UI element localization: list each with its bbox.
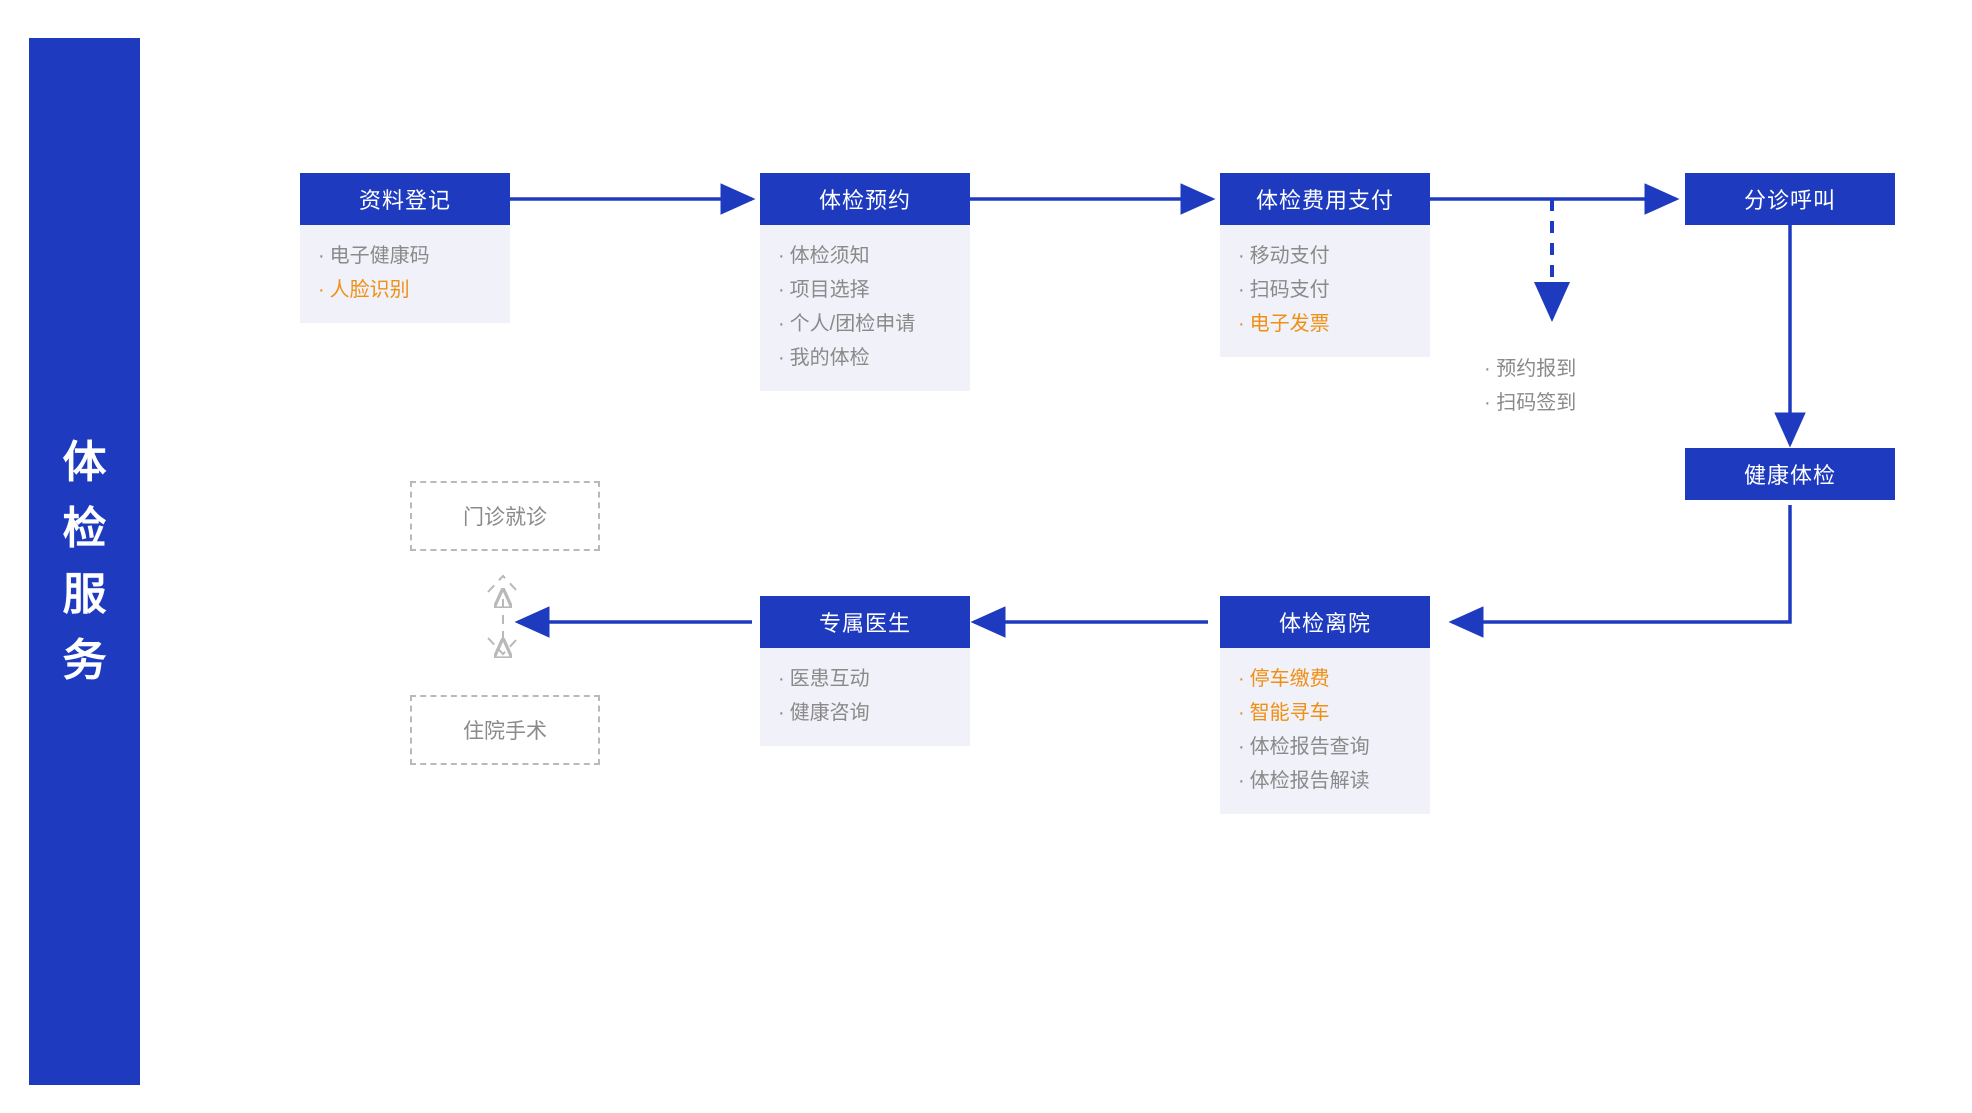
bullet-icon: · (1238, 245, 1245, 267)
ghost-arrow-head-down (487, 637, 519, 656)
list-item[interactable]: ·健康咨询 (760, 696, 970, 730)
node-title-dedicated-doctor: 专属医生 (760, 596, 970, 648)
node-title-exam-appointment: 体检预约 (760, 173, 970, 225)
node-body-dedicated-doctor: ·医患互动 ·健康咨询 (760, 648, 970, 746)
bullet-icon: · (1238, 279, 1245, 301)
ghost-node-label: 住院手术 (463, 720, 547, 743)
list-item-label: 健康咨询 (789, 702, 870, 724)
node-body-exam-discharge: ·停车缴费 ·智能寻车 ·体检报告查询 ·体检报告解读 (1220, 648, 1430, 814)
arrow-health-exam-to-discharge (1448, 505, 1792, 638)
list-item[interactable]: ·体检报告查询 (1220, 730, 1430, 764)
checkin-note: · 预约报到 · 扫码签到 (1484, 352, 1576, 420)
list-item[interactable]: ·个人/团检申请 (760, 307, 970, 341)
service-banner: 体 检 服 务 (29, 38, 140, 1085)
list-item[interactable]: ·体检须知 (760, 239, 970, 273)
node-title-triage-call: 分诊呼叫 (1685, 173, 1895, 225)
node-exam-fee-payment[interactable]: 体检费用支付 ·移动支付 ·扫码支付 ·电子发票 (1220, 173, 1430, 357)
list-item[interactable]: ·智能寻车 (1220, 696, 1430, 730)
ghost-node-inpatient-surgery[interactable]: 住院手术 (410, 695, 600, 765)
bullet-icon: · (778, 668, 785, 690)
bullet-icon: · (778, 245, 785, 267)
list-item-label: 电子发票 (1249, 313, 1330, 335)
bullet-icon: · (778, 279, 785, 301)
ghost-arrow-head-up (487, 574, 519, 593)
list-item[interactable]: ·我的体检 (760, 341, 970, 375)
list-item-label: 电子健康码 (329, 245, 430, 267)
checkin-note-line-1: · 预约报到 (1484, 358, 1577, 380)
list-item-label: 停车缴费 (1249, 668, 1330, 690)
bullet-icon: · (778, 702, 785, 724)
service-banner-title: 体 检 服 务 (29, 430, 140, 694)
node-body-exam-appointment: ·体检须知 ·项目选择 ·个人/团检申请 ·我的体检 (760, 225, 970, 391)
list-item-label: 我的体检 (789, 347, 870, 369)
list-item-label: 医患互动 (789, 668, 870, 690)
bullet-icon: · (1238, 313, 1245, 335)
bullet-icon: · (318, 279, 325, 301)
node-title-health-exam: 健康体检 (1685, 448, 1895, 500)
node-title-exam-fee-payment: 体检费用支付 (1220, 173, 1430, 225)
list-item[interactable]: ·扫码支付 (1220, 273, 1430, 307)
bullet-icon: · (778, 313, 785, 335)
node-title-exam-discharge: 体检离院 (1220, 596, 1430, 648)
banner-char-3: 务 (62, 635, 107, 685)
list-item[interactable]: ·医患互动 (760, 662, 970, 696)
list-item-label: 体检须知 (789, 245, 870, 267)
checkin-note-line-2: · 扫码签到 (1484, 392, 1577, 414)
list-item-label: 智能寻车 (1249, 702, 1330, 724)
list-item[interactable]: ·移动支付 (1220, 239, 1430, 273)
node-triage-call[interactable]: 分诊呼叫 (1685, 173, 1895, 225)
list-item-label: 移动支付 (1249, 245, 1330, 267)
node-data-registration[interactable]: 资料登记 ·电子健康码 ·人脸识别 (300, 173, 510, 323)
banner-char-2: 服 (62, 569, 107, 619)
node-exam-appointment[interactable]: 体检预约 ·体检须知 ·项目选择 ·个人/团检申请 ·我的体检 (760, 173, 970, 391)
bullet-icon: · (778, 347, 785, 369)
ghost-node-outpatient-visit[interactable]: 门诊就诊 (410, 481, 600, 551)
list-item[interactable]: ·人脸识别 (300, 273, 510, 307)
list-item[interactable]: ·停车缴费 (1220, 662, 1430, 696)
list-item-label: 体检报告解读 (1249, 770, 1370, 792)
bullet-icon: · (1238, 736, 1245, 758)
banner-char-0: 体 (62, 437, 107, 487)
bullet-icon: · (1238, 770, 1245, 792)
bullet-icon: · (1238, 702, 1245, 724)
list-item-label: 扫码支付 (1249, 279, 1330, 301)
node-exam-discharge[interactable]: 体检离院 ·停车缴费 ·智能寻车 ·体检报告查询 ·体检报告解读 (1220, 596, 1430, 814)
list-item[interactable]: ·电子发票 (1220, 307, 1430, 341)
bullet-icon: · (318, 245, 325, 267)
list-item[interactable]: ·体检报告解读 (1220, 764, 1430, 798)
node-body-exam-fee-payment: ·移动支付 ·扫码支付 ·电子发票 (1220, 225, 1430, 357)
node-health-exam[interactable]: 健康体检 (1685, 448, 1895, 500)
bullet-icon: · (1238, 668, 1245, 690)
list-item-label: 项目选择 (789, 279, 870, 301)
node-dedicated-doctor[interactable]: 专属医生 ·医患互动 ·健康咨询 (760, 596, 970, 746)
ghost-node-label: 门诊就诊 (463, 506, 547, 529)
list-item-label: 人脸识别 (329, 279, 410, 301)
list-item[interactable]: ·项目选择 (760, 273, 970, 307)
banner-char-1: 检 (62, 503, 107, 553)
node-title-data-registration: 资料登记 (300, 173, 510, 225)
list-item[interactable]: ·电子健康码 (300, 239, 510, 273)
list-item-label: 个人/团检申请 (789, 313, 916, 335)
list-item-label: 体检报告查询 (1249, 736, 1370, 758)
node-body-data-registration: ·电子健康码 ·人脸识别 (300, 225, 510, 323)
